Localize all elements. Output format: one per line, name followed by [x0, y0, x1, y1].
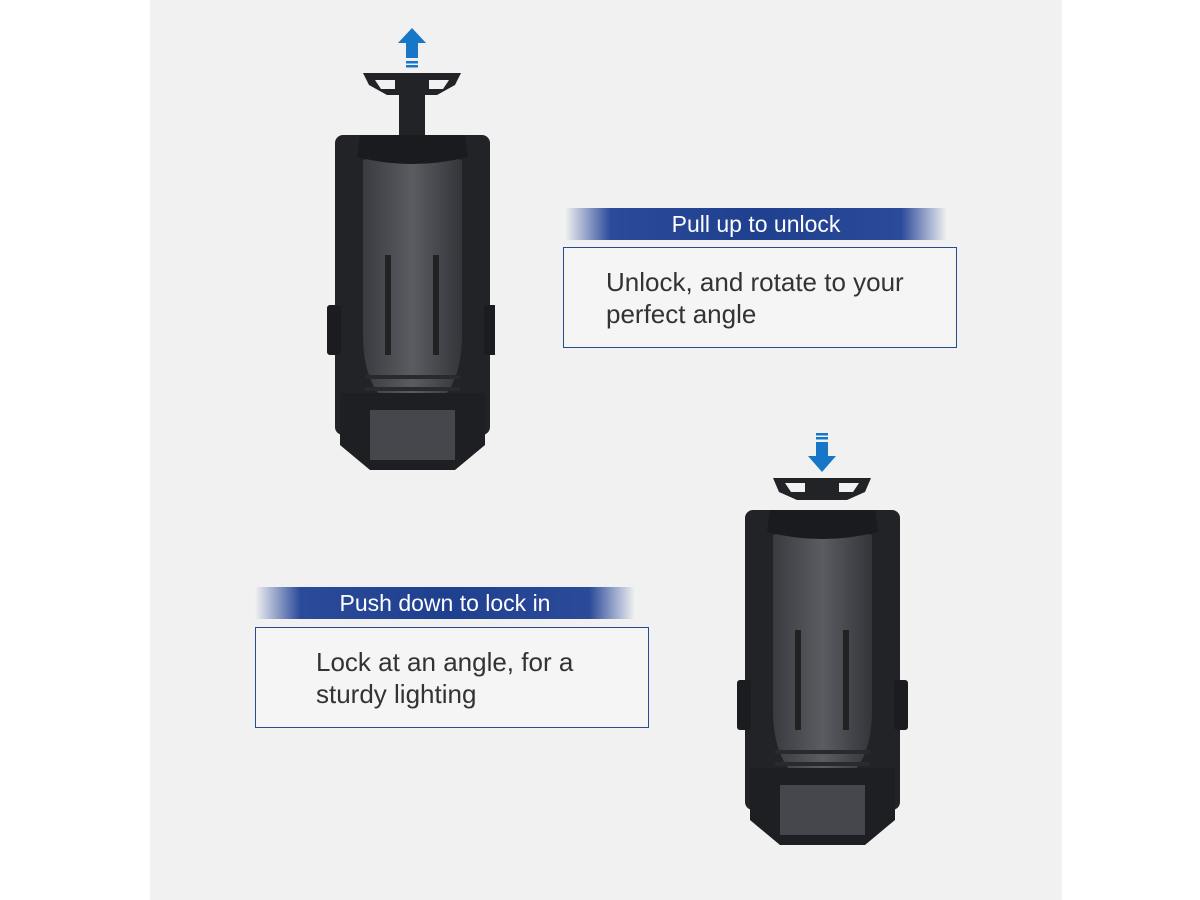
holster-unlocked-image	[327, 28, 495, 470]
arrow-down-icon	[808, 433, 836, 472]
holster-locked-image	[737, 433, 908, 845]
arrow-up-icon	[398, 28, 426, 68]
product-infographic	[150, 0, 1062, 900]
step-title-push-down: Push down to lock in	[255, 587, 635, 619]
step-description-lock: Lock at an angle, for a sturdy lighting	[255, 627, 649, 728]
step-description-unlock: Unlock, and rotate to your perfect angle	[563, 247, 957, 348]
step-title-pull-up: Pull up to unlock	[565, 208, 947, 240]
